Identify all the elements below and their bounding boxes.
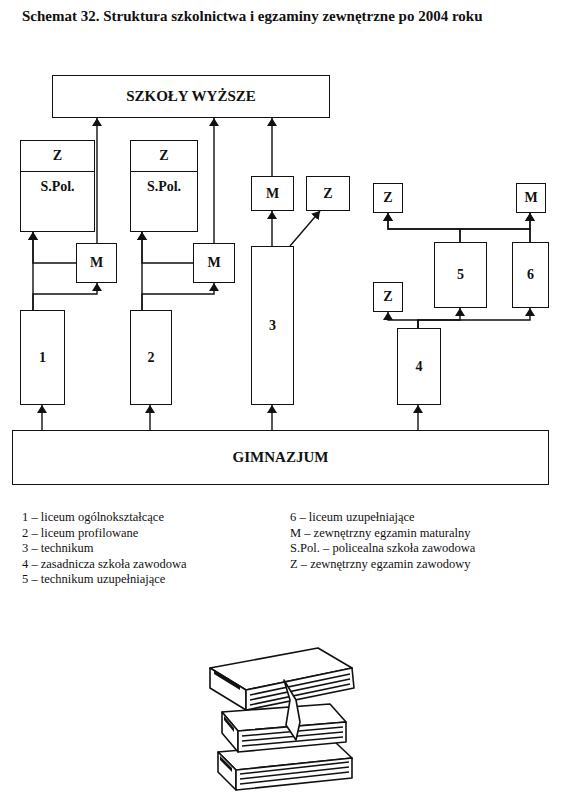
school-box: Z [306, 176, 350, 211]
legend-text: 4 – zasadnicza szkoła zawodowa [22, 557, 187, 571]
school-box: 5 [434, 242, 487, 308]
flow-arrow [142, 232, 193, 263]
flow-arrow [271, 118, 272, 176]
legend-text: M – zewnętrzny egzamin maturalny [290, 526, 471, 540]
flow-arrow [290, 211, 320, 246]
legend-column: 1 – liceum ogólnokształcące 2 – liceum pr… [22, 510, 187, 588]
school-box: 1 [20, 310, 65, 405]
flow-arrow [271, 405, 272, 430]
box-label: Z [131, 141, 197, 172]
legend-column: 6 – liceum uzupełniające M – zewnętrzny e… [290, 510, 475, 572]
flow-arrow [418, 308, 530, 328]
box-label: 3 [269, 318, 276, 334]
school-box: Z [373, 183, 403, 213]
flow-arrow [96, 118, 97, 243]
box-label: M [266, 186, 279, 202]
box-label: M [207, 255, 220, 271]
school-box: ZS.Pol. [20, 140, 95, 232]
box-label: S.Pol. [131, 172, 197, 195]
legend-entry: 6 – liceum uzupełniające [290, 510, 475, 526]
school-box: M [193, 243, 235, 283]
legend-text: 6 – liceum uzupełniające [290, 510, 415, 524]
school-box: Z [373, 282, 403, 312]
diagram-title: Schemat 32. Struktura szkolnictwa i egza… [22, 8, 483, 25]
legend-entry: 3 – technikum [22, 541, 187, 557]
box-label: SZKOŁY WYŻSZE [126, 88, 256, 105]
legend-text: S.Pol. – policealna szkoła zawodowa [290, 541, 475, 555]
flow-arrow [41, 405, 42, 430]
flow-arrow [271, 211, 272, 246]
flow-arrow [32, 232, 33, 310]
box-label: 1 [39, 350, 46, 366]
box-label: GIMNAZJUM [233, 449, 329, 466]
flow-arrow [149, 405, 150, 430]
school-box: 4 [397, 328, 441, 405]
legend-entry: Z – zewnętrzny egzamin zawodowy [290, 557, 475, 573]
school-box: 6 [512, 242, 549, 308]
box-label: 5 [457, 267, 464, 283]
box-label: Z [383, 190, 392, 206]
school-box: M [76, 243, 117, 283]
box-label: Z [21, 141, 94, 172]
box-label: 6 [527, 267, 534, 283]
flow-arrow [418, 308, 460, 328]
school-box: 3 [251, 246, 294, 405]
box-label: M [524, 190, 537, 206]
flow-arrow [388, 312, 418, 328]
box-label: Z [323, 186, 332, 202]
flow-arrow [142, 283, 214, 310]
flow-arrow [388, 213, 530, 242]
box-label: Z [383, 289, 392, 305]
flow-arrow [213, 118, 214, 243]
box-label: 4 [416, 359, 423, 375]
box-label: 2 [148, 350, 155, 366]
school-box: M [516, 183, 546, 213]
school-box: 2 [130, 310, 172, 405]
box-label: M [90, 255, 103, 271]
school-box: M [251, 176, 294, 211]
legend-text: 3 – technikum [22, 541, 94, 555]
legend-text: 5 – technikum uzupełniające [22, 572, 165, 586]
school-box: GIMNAZJUM [12, 430, 549, 485]
legend-entry: S.Pol. – policealna szkoła zawodowa [290, 541, 475, 557]
school-box: ZS.Pol. [130, 140, 198, 232]
school-box: SZKOŁY WYŻSZE [52, 75, 330, 118]
legend-entry: 1 – liceum ogólnokształcące [22, 510, 187, 526]
legend-text: 2 – liceum profilowane [22, 526, 138, 540]
legend-entry: 5 – technikum uzupełniające [22, 572, 187, 588]
legend-entry: 4 – zasadnicza szkoła zawodowa [22, 557, 187, 573]
flow-arrow [141, 232, 142, 310]
flow-arrow [388, 213, 460, 242]
legend-entry: 2 – liceum profilowane [22, 526, 187, 542]
flow-arrow [33, 283, 97, 310]
legend-text: Z – zewnętrzny egzamin zawodowy [290, 557, 470, 571]
box-label: S.Pol. [21, 172, 94, 195]
legend-entry: M – zewnętrzny egzamin maturalny [290, 526, 475, 542]
flow-arrow [529, 213, 530, 242]
flow-arrow [460, 213, 530, 242]
flow-arrow [33, 232, 76, 263]
legend-text: 1 – liceum ogólnokształcące [22, 510, 164, 524]
flow-arrow [417, 405, 418, 430]
